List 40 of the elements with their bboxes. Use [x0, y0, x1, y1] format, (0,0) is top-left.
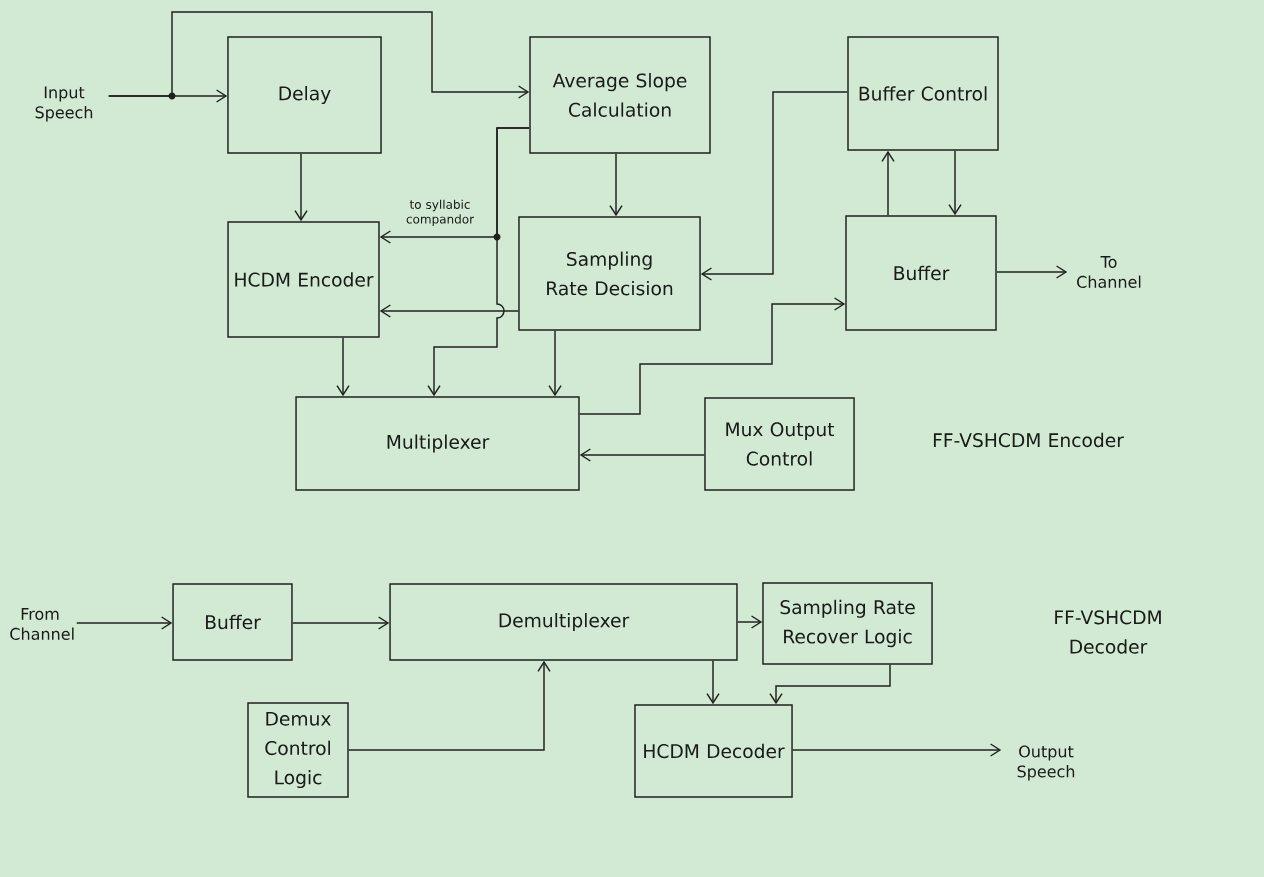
arrow [996, 265, 1068, 279]
arrow [700, 91, 848, 281]
arrow [578, 297, 846, 415]
signal-label: To Channel [1077, 256, 1141, 288]
block-box: Sampling Rate Recover Logic [762, 582, 933, 665]
arrow [379, 304, 519, 318]
section-title: FF-VSHCDM Decoder [1055, 610, 1161, 654]
block-box: Demultiplexer [389, 583, 738, 661]
arrow [76, 616, 173, 630]
block-box: Average Slope Calculation [529, 36, 711, 154]
edge-label: to syllabic compandor [406, 199, 475, 226]
arrow [294, 153, 308, 222]
arrow [579, 448, 705, 462]
arrow [336, 336, 350, 397]
arrow [348, 660, 551, 751]
arrow [291, 616, 390, 630]
block-box: Buffer Control [847, 36, 999, 151]
signal-label: From Channel [10, 608, 74, 640]
section-title: FF-VSHCDM Encoder [933, 432, 1124, 448]
block-box: HCDM Decoder [634, 704, 793, 798]
block-box: Sampling Rate Decision [518, 216, 701, 331]
block-box: HCDM Encoder [227, 221, 380, 338]
arrow [948, 150, 962, 216]
signal-label: Input Speech [35, 86, 93, 122]
block-box: Multiplexer [295, 396, 580, 491]
block-box: Buffer [845, 215, 997, 331]
arrow [609, 153, 623, 217]
block-box: Delay [227, 36, 382, 154]
block-box: Demux Control Logic [247, 702, 349, 798]
arrow [548, 330, 562, 397]
arrow [736, 615, 763, 629]
block-box: Mux Output Control [704, 397, 855, 491]
signal-label: Output Speech [1017, 745, 1075, 781]
arrow [427, 127, 530, 397]
arrow [706, 660, 720, 705]
arrow [108, 11, 530, 99]
arrow [792, 743, 1002, 757]
block-box: Buffer [172, 583, 293, 661]
arrow [769, 664, 891, 705]
arrow [881, 150, 895, 216]
